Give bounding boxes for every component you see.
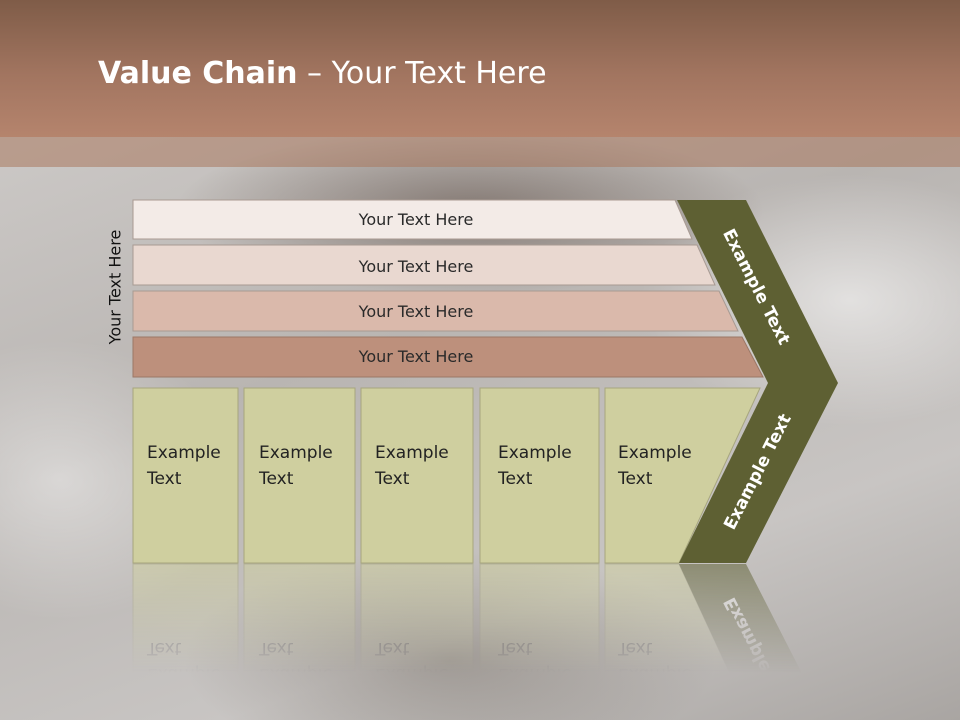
slide-title-bold: Value Chain <box>98 56 298 91</box>
svg-text:Example: Example <box>498 664 572 684</box>
svg-text:Text: Text <box>146 638 182 658</box>
band-1 <box>132 199 693 240</box>
svg-text:Text: Text <box>258 638 294 658</box>
box-2-line2: Text <box>258 469 294 489</box>
boxes: Example Text Example Text Example Text E… <box>132 387 761 564</box>
box-2-line1: Example <box>259 443 333 463</box>
reflection: Example Text Example Text Example Text E… <box>132 563 826 720</box>
band-4 <box>132 336 764 378</box>
svg-text:Example: Example <box>259 664 333 684</box>
title-bar-band <box>0 137 960 167</box>
svg-text:Text: Text <box>617 638 653 658</box>
svg-text:Example: Example <box>147 664 221 684</box>
band-4-label: Your Text Here <box>358 347 474 366</box>
box-4-line1: Example <box>498 443 572 463</box>
slide-title: Value Chain – Your Text Here <box>98 54 547 94</box>
band-1-label: Your Text Here <box>358 210 474 229</box>
band-2-label: Your Text Here <box>358 257 474 276</box>
arrow-upper-segment <box>677 200 838 383</box>
bands: Your Text Here Your Text Here Your Text … <box>132 199 764 378</box>
svg-text:Text: Text <box>374 638 410 658</box>
svg-text:Example: Example <box>375 664 449 684</box>
title-bar <box>0 0 960 137</box>
box-1 <box>132 387 239 564</box>
band-3 <box>132 290 739 332</box>
box-4-line2: Text <box>497 469 533 489</box>
box-2 <box>243 387 356 564</box>
box-5-line1: Example <box>618 443 692 463</box>
box-4 <box>479 387 600 564</box>
band-3-label: Your Text Here <box>358 302 474 321</box>
box-1-line1: Example <box>147 443 221 463</box>
box-3 <box>360 387 474 564</box>
band-2 <box>132 244 716 286</box>
box-1-line2: Text <box>146 469 182 489</box>
svg-text:Example: Example <box>618 664 692 684</box>
box-5-line2: Text <box>617 469 653 489</box>
slide-title-rest: – Your Text Here <box>297 56 547 91</box>
svg-text:Text: Text <box>497 638 533 658</box>
box-3-line1: Example <box>375 443 449 463</box>
arrow-lower-segment <box>679 383 838 563</box>
box-3-line2: Text <box>374 469 410 489</box>
